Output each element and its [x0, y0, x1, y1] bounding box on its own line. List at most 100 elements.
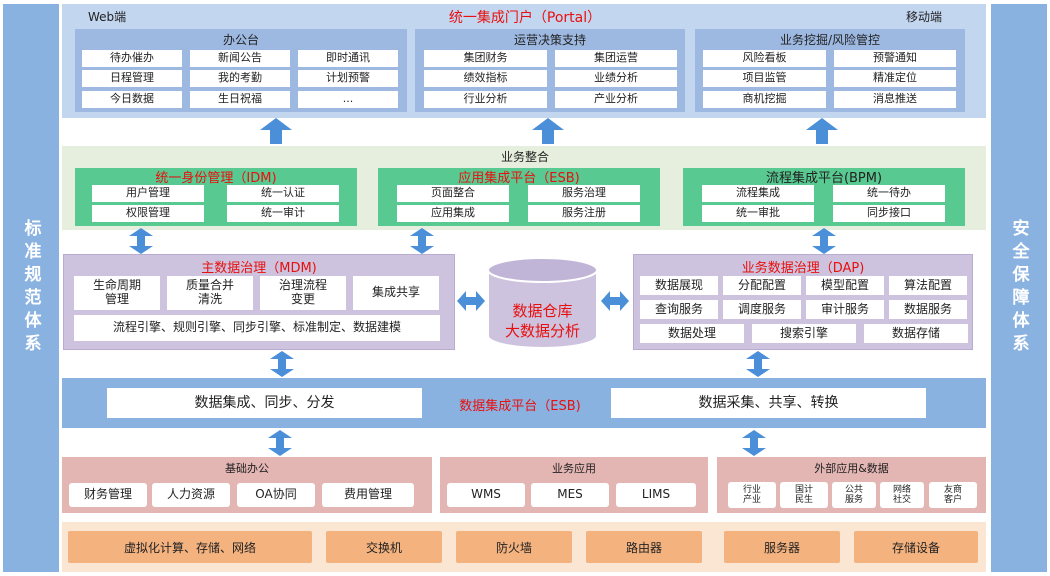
bpm-item[interactable]: 统一审批 [702, 205, 814, 222]
decision-item[interactable]: 行业分析 [424, 91, 547, 108]
updown-arrow-icon [268, 430, 292, 456]
dap-item[interactable]: 分配配置 [723, 276, 801, 295]
dap-item[interactable]: 数据处理 [640, 324, 744, 343]
mobile-label: 移动端 [906, 10, 943, 24]
mdm-item[interactable]: 集成共享 [353, 276, 439, 310]
leftright-arrow-icon [601, 291, 629, 311]
office-item[interactable]: 我的考勤 [190, 70, 290, 87]
web-label: Web端 [88, 10, 127, 24]
mining-item[interactable]: 风险看板 [703, 50, 826, 67]
business-app-item[interactable]: LIMS [616, 483, 696, 507]
updown-arrow-icon [746, 351, 770, 377]
decision-item[interactable]: 绩效指标 [424, 70, 547, 87]
external-app-item[interactable]: 网络 社交 [880, 482, 924, 508]
esb-item[interactable]: 服务注册 [528, 205, 640, 222]
mining-item[interactable]: 预警通知 [834, 50, 956, 67]
esb-title: 应用集成平台（ESB) [458, 171, 580, 186]
dap-item[interactable]: 数据存储 [864, 324, 968, 343]
esb-data-title: 数据集成平台（ESB) [459, 399, 581, 414]
dap-item[interactable]: 查询服务 [640, 300, 718, 319]
infra-item[interactable]: 存储设备 [854, 531, 978, 563]
bpm-item[interactable]: 统一待办 [833, 185, 945, 202]
idm-item[interactable]: 统一认证 [227, 185, 339, 202]
mdm-title: 主数据治理（MDM) [201, 261, 317, 276]
bpm-item[interactable]: 流程集成 [702, 185, 814, 202]
office-item[interactable]: 即时通讯 [298, 50, 398, 67]
esb-item[interactable]: 服务治理 [528, 185, 640, 202]
basic-office-title: 基础办公 [225, 462, 269, 475]
office-item[interactable]: 日程管理 [82, 70, 182, 87]
idm-item[interactable]: 权限管理 [92, 205, 204, 222]
dap-item[interactable]: 数据服务 [889, 300, 967, 319]
basic-office-item[interactable]: 人力资源 [152, 483, 230, 507]
dap-item[interactable]: 搜索引擎 [752, 324, 856, 343]
mining-item[interactable]: 项目监管 [703, 70, 826, 87]
mdm-item[interactable]: 治理流程 变更 [260, 276, 346, 310]
decision-item[interactable]: 产业分析 [555, 91, 677, 108]
mdm-item[interactable]: 质量合并 清洗 [167, 276, 253, 310]
external-app-item[interactable]: 行业 产业 [728, 482, 776, 508]
decision-item[interactable]: 集团财务 [424, 50, 547, 67]
infra-item[interactable]: 虚拟化计算、存储、网络 [68, 531, 312, 563]
external-app-item[interactable]: 友商 客户 [929, 482, 977, 508]
up-arrow-icon [806, 118, 838, 144]
mining-title: 业务挖掘/风险管控 [779, 33, 881, 47]
mdm-engines[interactable]: 流程引擎、规则引擎、同步引擎、标准制定、数据建模 [74, 315, 440, 341]
esb-left-box[interactable]: 数据集成、同步、分发 [107, 388, 422, 418]
office-title: 办公台 [222, 33, 259, 47]
idm-title: 统一身份管理（IDM) [155, 171, 277, 186]
mining-item[interactable]: 消息推送 [834, 91, 956, 108]
office-item[interactable]: 计划预警 [298, 70, 398, 87]
warehouse-line1: 数据仓库 [512, 302, 573, 320]
mining-item[interactable]: 精准定位 [834, 70, 956, 87]
office-item[interactable]: 新闻公告 [190, 50, 290, 67]
dap-item[interactable]: 数据展现 [640, 276, 718, 295]
infra-item[interactable]: 服务器 [724, 531, 840, 563]
basic-office-item[interactable]: OA协同 [237, 483, 315, 507]
updown-arrow-icon [410, 228, 434, 254]
data-warehouse-cylinder [486, 256, 599, 350]
office-item[interactable]: 待办催办 [82, 50, 182, 67]
basic-office-item[interactable]: 费用管理 [322, 483, 414, 507]
mdm-item[interactable]: 生命周期 管理 [74, 276, 160, 310]
basic-office-item[interactable]: 财务管理 [69, 483, 147, 507]
esb-right-box[interactable]: 数据采集、共享、转换 [611, 388, 926, 418]
business-app-item[interactable]: MES [531, 483, 609, 507]
business-app-item[interactable]: WMS [447, 483, 525, 507]
infra-item[interactable]: 防火墙 [456, 531, 572, 563]
decision-title: 运营决策支持 [513, 33, 586, 47]
external-app-title: 外部应用&数据 [814, 462, 889, 475]
dap-item[interactable]: 算法配置 [889, 276, 967, 295]
office-item[interactable]: ... [298, 91, 398, 108]
updown-arrow-icon [129, 228, 153, 254]
external-app-item[interactable]: 国计 民生 [780, 482, 828, 508]
up-arrow-icon [260, 118, 292, 144]
updown-arrow-icon [742, 430, 766, 456]
infra-item[interactable]: 交换机 [326, 531, 442, 563]
esb-item[interactable]: 应用集成 [397, 205, 509, 222]
decision-item[interactable]: 业绩分析 [555, 70, 677, 87]
mining-item[interactable]: 商机挖掘 [703, 91, 826, 108]
bpm-title: 流程集成平台(BPM) [765, 171, 883, 186]
idm-item[interactable]: 统一审计 [227, 205, 339, 222]
external-app-item[interactable]: 公共 服务 [832, 482, 876, 508]
standards-system-bar: 标准规范体系 [3, 4, 59, 572]
integration-title: 业务整合 [500, 150, 549, 164]
updown-arrow-icon [812, 228, 836, 254]
bpm-item[interactable]: 同步接口 [833, 205, 945, 222]
dap-item[interactable]: 调度服务 [723, 300, 801, 319]
esb-item[interactable]: 页面整合 [397, 185, 509, 202]
idm-item[interactable]: 用户管理 [92, 185, 204, 202]
updown-arrow-icon [270, 351, 294, 377]
business-app-title: 业务应用 [552, 462, 596, 475]
office-item[interactable]: 今日数据 [82, 91, 182, 108]
portal-title: 统一集成门户（Portal） [448, 10, 602, 26]
infra-item[interactable]: 路由器 [586, 531, 702, 563]
decision-item[interactable]: 集团运营 [555, 50, 677, 67]
leftright-arrow-icon [457, 291, 485, 311]
up-arrow-icon [532, 118, 564, 144]
dap-item[interactable]: 模型配置 [806, 276, 884, 295]
dap-title: 业务数据治理（DAP) [741, 261, 865, 276]
office-item[interactable]: 生日祝福 [190, 91, 290, 108]
dap-item[interactable]: 审计服务 [806, 300, 884, 319]
